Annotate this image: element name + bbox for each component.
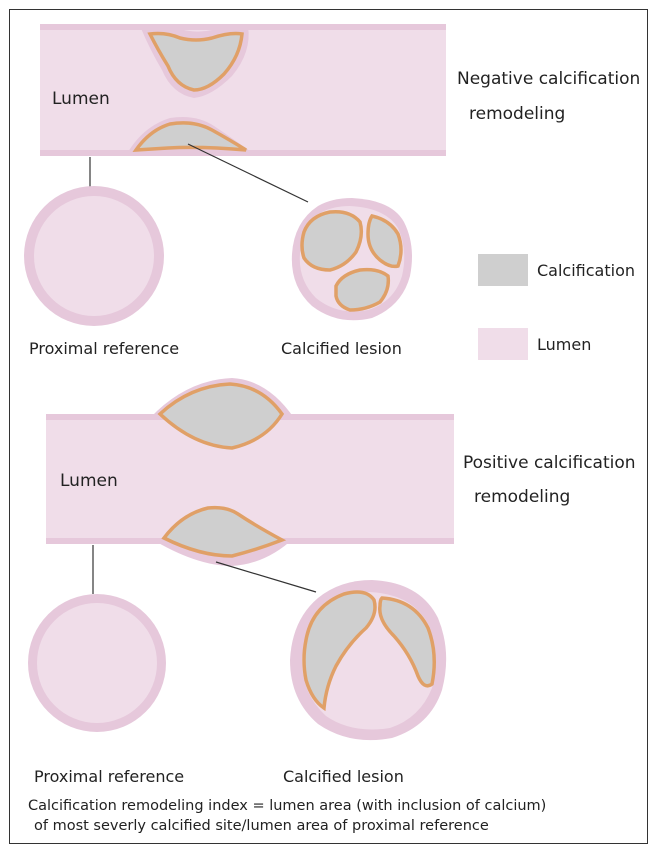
positive-title-line1: Positive calcification [463,453,636,473]
legend-calcification-label: Calcification [537,261,635,280]
caption-line1: Calcification remodeling index = lumen a… [28,798,546,814]
lesion-label-bottom: Calcified lesion [283,767,404,786]
lumen-label-bottom: Lumen [60,471,118,491]
legend-lumen-label: Lumen [537,335,591,354]
legend: Calcification Lumen [478,254,635,360]
lumen-label-top: Lumen [52,89,110,109]
legend-lumen-swatch [478,328,528,360]
negative-title-line1: Negative calcification [457,69,640,89]
proximal-label-bottom: Proximal reference [34,767,184,786]
positive-title-line2: remodeling [474,487,570,507]
proximal-reference-lumen-bottom [37,603,157,723]
proximal-label-top: Proximal reference [29,339,179,358]
connector-lesion-bottom [216,562,316,592]
negative-title-line2: remodeling [469,104,565,124]
caption-line2: of most severly calcified site/lumen are… [34,818,489,834]
legend-calcification-swatch [478,254,528,286]
proximal-reference-lumen-top [34,196,154,316]
positive-remodeling-panel: Lumen Positive calcification remodeling … [28,378,636,786]
negative-remodeling-panel: Lumen Negative calcification remodeling … [24,24,640,358]
lesion-label-top: Calcified lesion [281,339,402,358]
